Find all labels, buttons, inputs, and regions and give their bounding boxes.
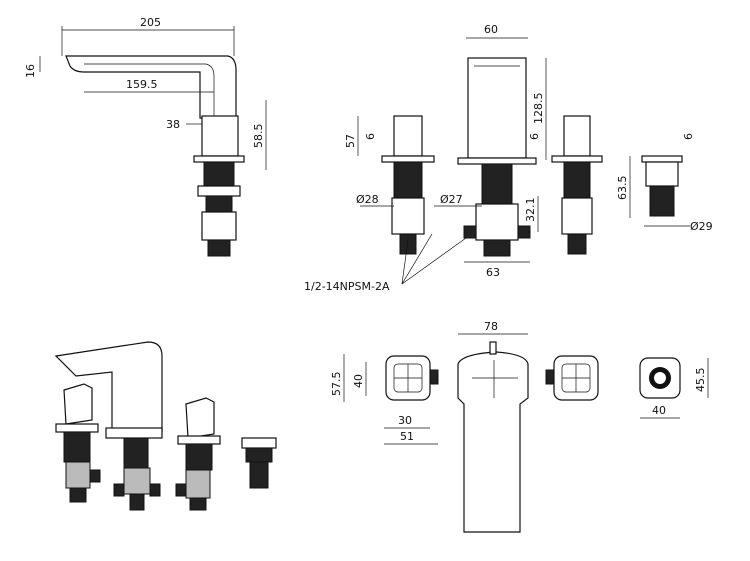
dim-front-body-height: 128.5: [532, 93, 545, 125]
dim-spout-thickness: 16: [24, 64, 37, 78]
iso-right-handle: [185, 397, 215, 439]
left-handle-front: [393, 115, 423, 157]
spout-body-side: [201, 115, 239, 157]
iso-diverter: [241, 437, 277, 449]
dim-front-left-diameter: Ø28: [356, 193, 379, 206]
dim-front-center-diameter: Ø27: [440, 193, 463, 206]
connector-side: [201, 211, 237, 241]
nut-side: [197, 185, 241, 197]
side-view: 205 159.5 16 38 58.5: [24, 16, 267, 257]
dim-front-body-width: 60: [484, 23, 498, 36]
dim-front-flange-left: 6: [364, 133, 377, 140]
dim-top-handle-depth: 57.5: [330, 372, 343, 397]
top-spout: [457, 351, 529, 533]
diverter-view: 63.5 6 Ø29: [616, 133, 713, 233]
dim-top-diverter-depth: 45.5: [694, 368, 707, 393]
isometric-view: [54, 341, 277, 511]
dim-top-spout-width: 78: [484, 320, 498, 333]
top-view: 78 57.5 40 30 51 45.5 40: [330, 320, 709, 533]
dim-diverter-diameter: Ø29: [690, 220, 713, 233]
dim-top-diverter-width: 40: [652, 404, 666, 417]
right-handle-front: [563, 115, 591, 157]
dim-body-height: 58.5: [252, 124, 265, 149]
dim-diverter-flange: 6: [682, 133, 695, 140]
dim-spout-length: 205: [140, 16, 161, 29]
dim-front-connector-width: 63: [486, 266, 500, 279]
spout-side: [65, 55, 237, 119]
center-spout-front: [467, 57, 527, 159]
iso-left-handle: [63, 383, 93, 425]
dim-top-handle-inner: 40: [352, 374, 365, 388]
dim-front-flange-center: 6: [528, 133, 541, 140]
dim-diverter-height: 63.5: [616, 176, 629, 201]
dim-front-handle-height: 57: [344, 134, 357, 148]
dim-top-handle-width: 30: [398, 414, 412, 427]
dim-body-width: 38: [166, 118, 180, 131]
flange-side: [193, 155, 245, 163]
thread-side: [203, 161, 235, 187]
dim-front-connector-height: 32.1: [524, 198, 537, 223]
dim-top-handle-overall: 51: [400, 430, 414, 443]
thread-spec-label: 1/2-14NPSM-2A: [304, 280, 390, 293]
front-view: 60 128.5 6 57 6 Ø28 Ø27 32.1 63 1/2-14NP…: [304, 23, 603, 293]
dim-spout-reach: 159.5: [126, 78, 158, 91]
iso-spout: [54, 341, 163, 433]
